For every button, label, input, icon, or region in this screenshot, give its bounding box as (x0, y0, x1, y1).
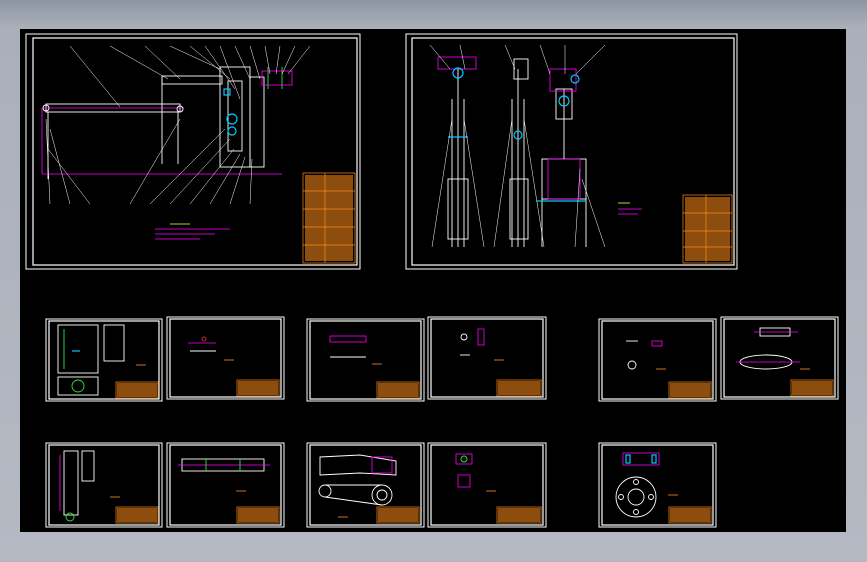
title-block-icon (236, 379, 280, 397)
part-10-geometry (455, 453, 496, 492)
cad-drawing-viewport[interactable] (20, 29, 846, 532)
title-block-icon (115, 381, 159, 399)
sheet-part-7[interactable] (45, 442, 163, 528)
part-4-geometry (460, 328, 504, 361)
sheet-part-9[interactable] (306, 442, 425, 528)
part-8-geometry (178, 458, 270, 492)
title-block-icon (302, 172, 356, 264)
part-11-geometry (615, 452, 678, 518)
title-block-icon (496, 506, 542, 524)
title-block-icon (376, 381, 420, 399)
sheet-part-3[interactable] (306, 318, 425, 402)
title-block-icon (682, 194, 733, 264)
title-block-icon (115, 506, 159, 524)
part-7-geometry (59, 450, 120, 522)
title-block-icon (790, 379, 834, 397)
part-6-geometry (736, 327, 810, 370)
part-9-geometry (318, 454, 397, 518)
title-block-icon (668, 506, 712, 524)
sheet-part-5[interactable] (598, 318, 717, 402)
part-2-geometry (188, 336, 234, 361)
part-5-geometry (626, 340, 666, 370)
sheet-part-1[interactable] (45, 318, 163, 402)
sheet-part-6[interactable] (720, 316, 839, 400)
sheet-part-10[interactable] (427, 442, 547, 528)
sheet-assembly-b[interactable] (405, 33, 738, 270)
assembly-a-geometry (41, 45, 311, 240)
title-block-icon (668, 381, 712, 399)
sheet-assembly-a[interactable] (25, 33, 361, 270)
title-block-icon (236, 506, 280, 524)
title-block-icon (376, 506, 420, 524)
assembly-b-geometry (429, 44, 642, 248)
sheet-part-8[interactable] (166, 442, 285, 528)
part-3-geometry (329, 335, 382, 365)
title-block-icon (496, 379, 542, 397)
cad-canvas[interactable] (20, 29, 846, 532)
part-1-geometry (57, 324, 146, 396)
sheet-part-11[interactable] (598, 442, 717, 528)
sheet-part-4[interactable] (427, 316, 547, 400)
sheet-part-2[interactable] (166, 316, 285, 400)
